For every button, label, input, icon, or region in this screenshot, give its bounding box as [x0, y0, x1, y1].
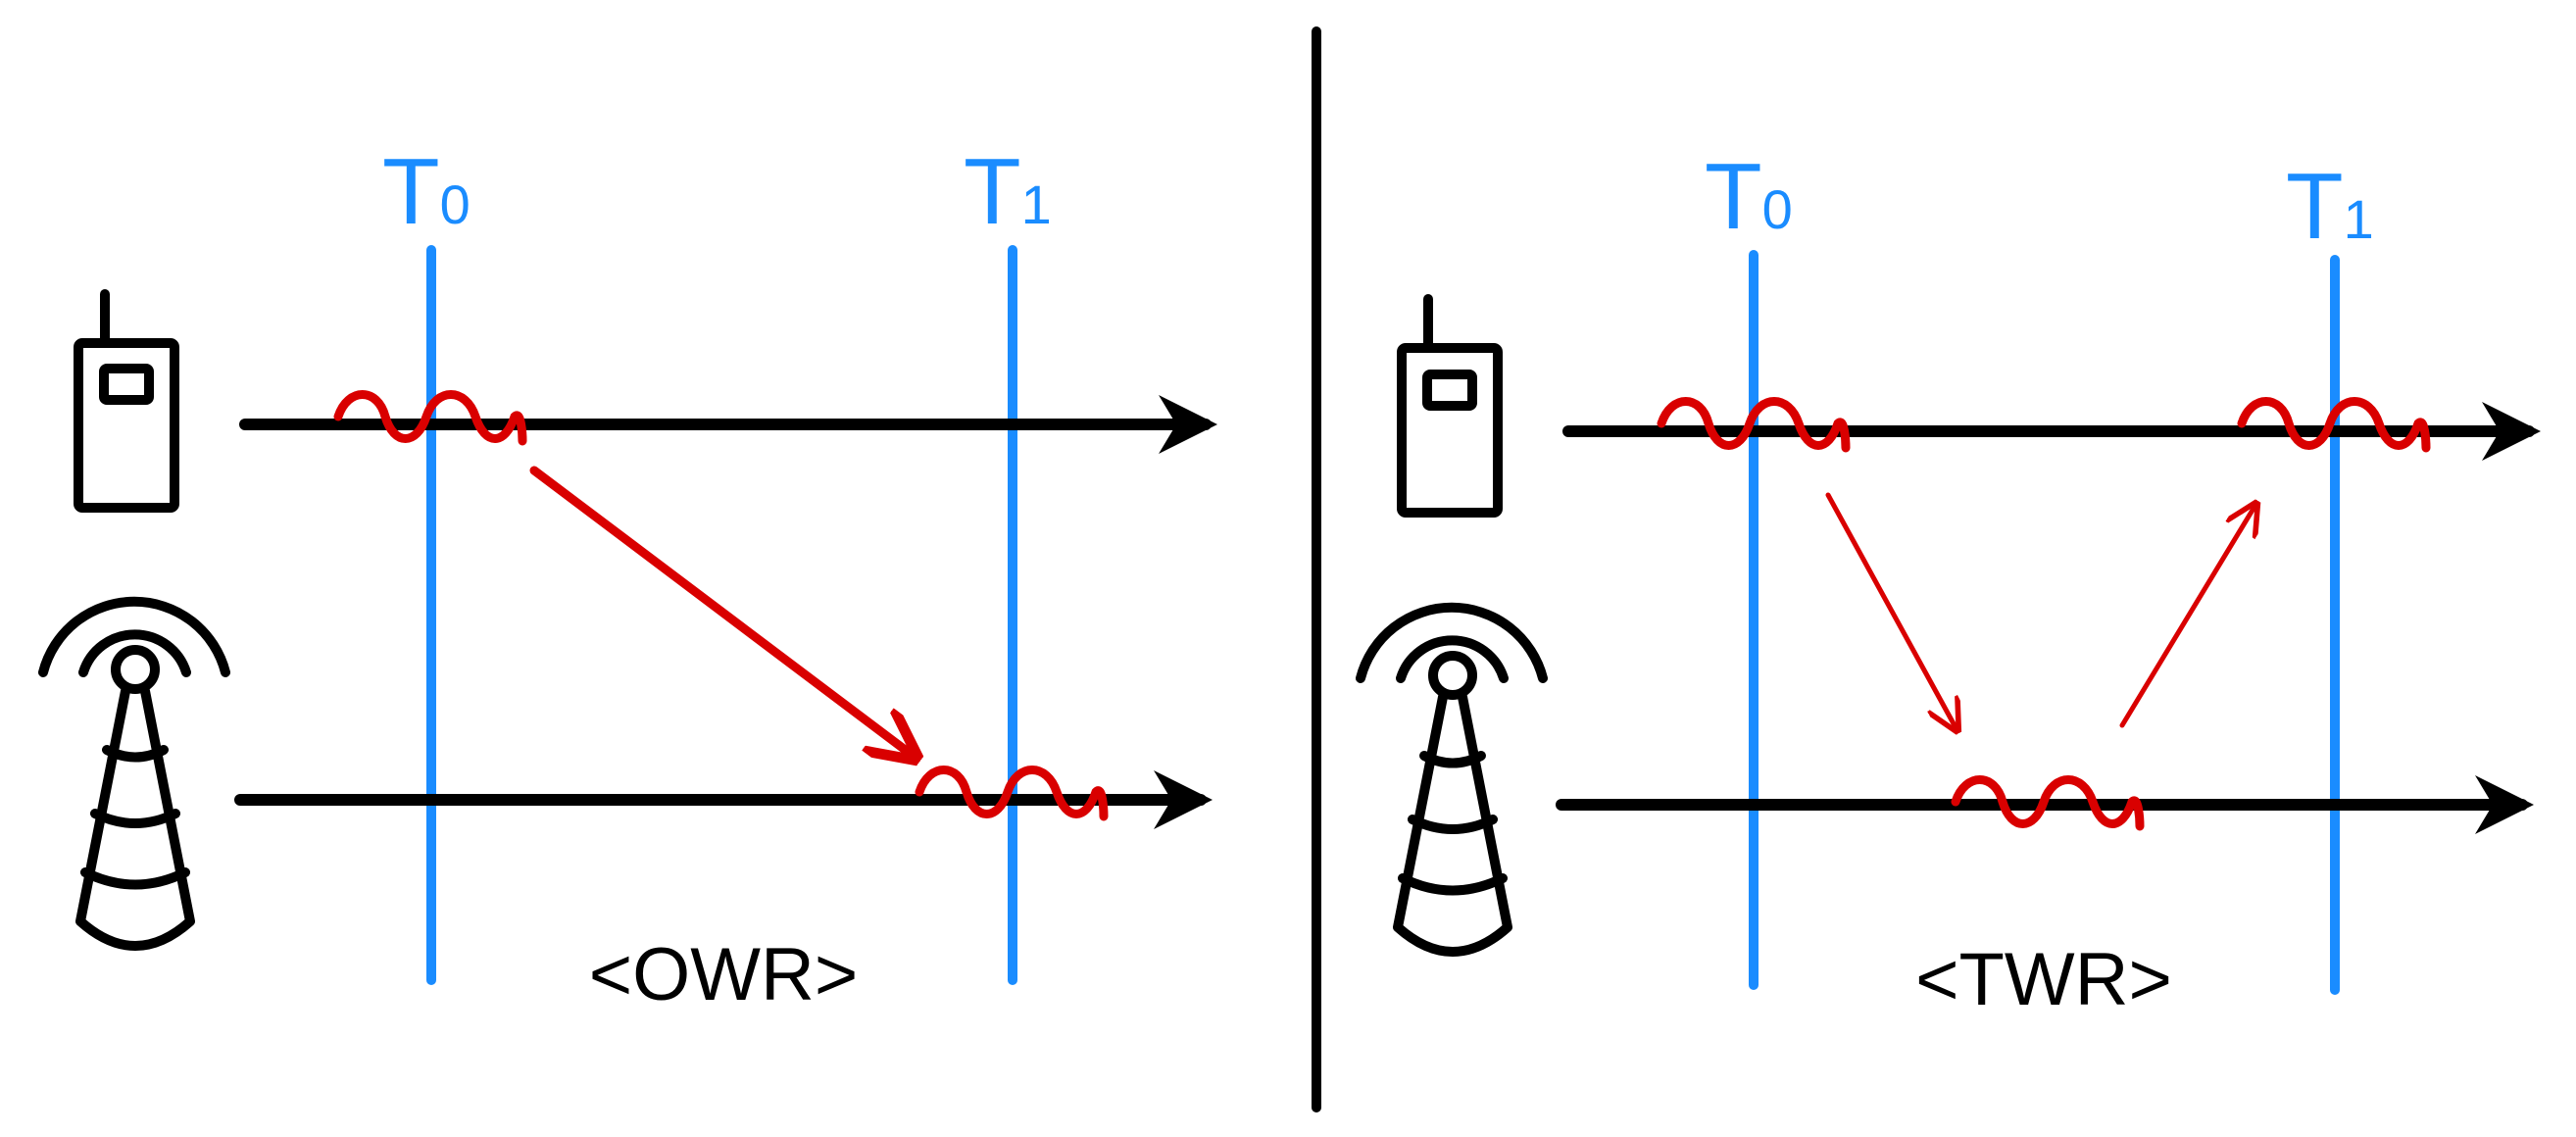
owr-propagation-arrow — [529, 466, 912, 755]
owr-caption: <OWR> — [589, 933, 859, 1016]
twr-caption: <TWR> — [1915, 938, 2172, 1021]
twr-panel: T0 T1 <TWR> — [1356, 144, 2541, 1021]
twr-t0-label: T0 — [1705, 144, 1793, 249]
twr-response-arrow — [2119, 507, 2254, 728]
walkie-talkie-icon — [74, 289, 179, 513]
owr-t0-label: T0 — [382, 139, 471, 244]
walkie-talkie-icon — [1397, 294, 1503, 518]
owr-tx-signal — [333, 390, 527, 446]
twr-poll-arrow — [1825, 492, 1956, 727]
owr-t1-label: T1 — [964, 139, 1052, 244]
twr-anchor-signal — [1951, 775, 2145, 831]
owr-panel: T0 T1 <OWR> — [38, 139, 1217, 1016]
twr-rx-signal — [2237, 397, 2431, 453]
twr-tx-signal — [1657, 397, 1851, 453]
twr-t1-label: T1 — [2286, 154, 2374, 259]
owr-rx-signal — [915, 766, 1109, 821]
radio-tower-icon — [1356, 602, 1548, 957]
radio-tower-icon — [38, 596, 230, 951]
